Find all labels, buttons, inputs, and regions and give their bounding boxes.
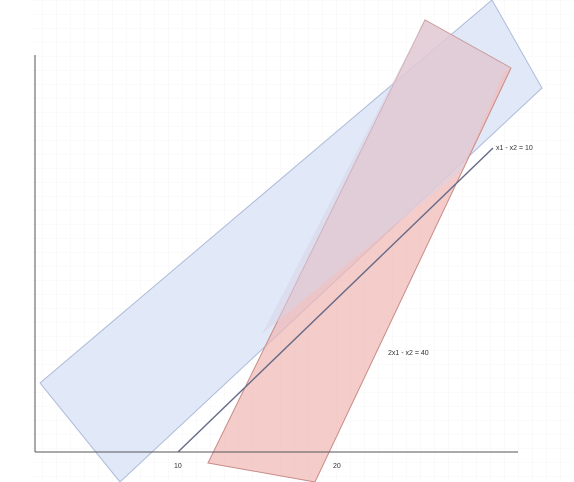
- x-tick-label-10: 10: [174, 463, 182, 470]
- constraint-label-2: 2x1 - x2 = 40: [388, 350, 429, 357]
- x-tick-label-20: 20: [333, 463, 341, 470]
- constraint-label-1: x1 - x2 = 10: [496, 145, 533, 152]
- overlap-region: [262, 20, 511, 334]
- constraint-line-1: [177, 147, 494, 453]
